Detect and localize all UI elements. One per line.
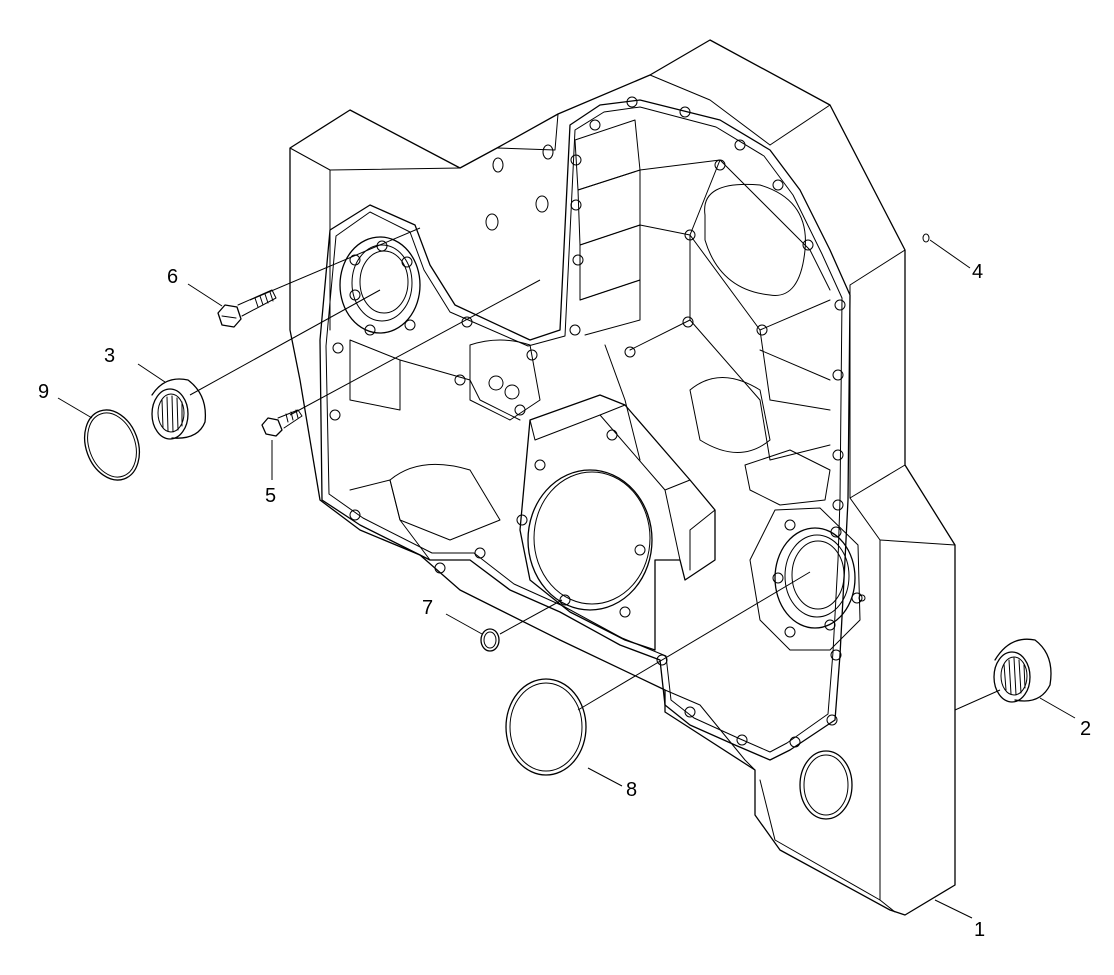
callout-5: 5 xyxy=(265,485,276,507)
plug xyxy=(922,233,930,243)
leader-lines xyxy=(57,227,1076,919)
bearing-left xyxy=(151,378,207,440)
bearing-right xyxy=(993,638,1052,703)
callout-6: 6 xyxy=(167,266,178,288)
callout-labels: 1 2 3 4 5 6 7 8 9 xyxy=(38,261,1091,941)
snap-ring xyxy=(83,409,141,481)
callout-3: 3 xyxy=(104,345,115,367)
large-o-ring xyxy=(505,678,587,776)
callout-4: 4 xyxy=(972,261,983,283)
callout-7: 7 xyxy=(422,597,433,619)
callout-1: 1 xyxy=(974,919,985,941)
gear-housing xyxy=(289,39,956,916)
callout-2: 2 xyxy=(1080,718,1091,740)
callout-9: 9 xyxy=(38,381,49,403)
callout-8: 8 xyxy=(626,779,637,801)
small-o-ring xyxy=(480,628,500,652)
long-bolt xyxy=(217,289,277,328)
short-bolt xyxy=(261,409,303,437)
